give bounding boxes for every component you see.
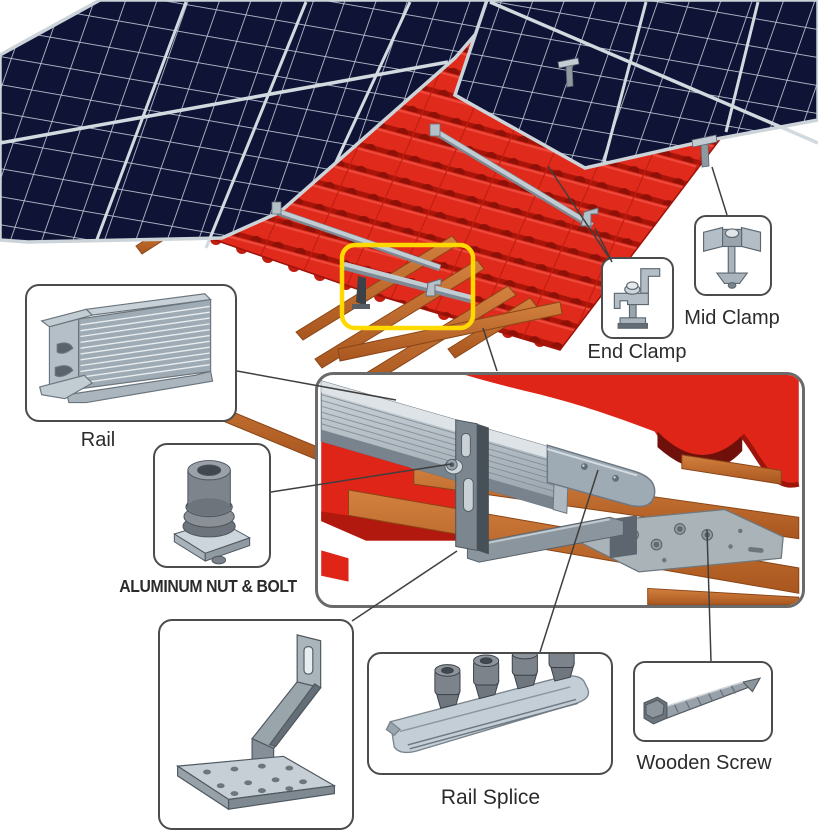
label-end-clamp: End Clamp (587, 341, 687, 363)
label-mid-clamp: Mid Clamp (684, 307, 780, 329)
detail-splice (546, 444, 656, 508)
rail-profile-icon (39, 293, 214, 404)
rail-splice-icon (385, 654, 590, 754)
detail-view-box (315, 372, 805, 608)
end-clamp-icon (613, 268, 661, 329)
detail-view-illustration (320, 375, 800, 605)
callout-mid-clamp (694, 215, 772, 296)
roof-hook-icon (175, 634, 337, 811)
yellow-highlight-box (339, 242, 476, 331)
callout-end-clamp (601, 257, 674, 339)
mid-clamp-on-roof (557, 57, 718, 168)
label-wooden-screw: Wooden Screw (636, 752, 772, 774)
callout-roof-hook (158, 619, 354, 830)
callout-aluminum-nut-bolt (153, 443, 271, 568)
mid-clamp-icon (703, 226, 762, 289)
callout-rail-splice (367, 652, 613, 775)
label-rail: Rail (80, 429, 116, 451)
label-rail-splice: Rail Splice (440, 786, 541, 809)
nut-bolt-icon (173, 460, 251, 565)
detail-rail (320, 380, 570, 515)
callout-wooden-screw (633, 661, 773, 742)
label-aluminum-nut-bolt: ALUMINUM NUT & BOLT (119, 576, 297, 596)
wood-screw-icon (643, 677, 762, 725)
callout-rail (25, 284, 237, 422)
